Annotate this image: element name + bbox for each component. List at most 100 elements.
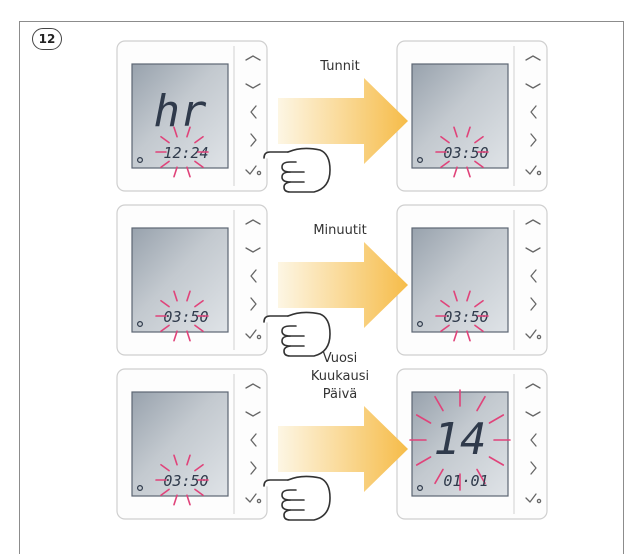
flash-ray bbox=[160, 135, 170, 144]
chevron-down-icon bbox=[525, 247, 541, 253]
lcd-time-text: 03:50 bbox=[163, 308, 208, 326]
flash-ray bbox=[474, 135, 484, 144]
flash-ray bbox=[434, 468, 444, 485]
chevron-up-icon bbox=[245, 219, 261, 225]
flash-ray bbox=[476, 395, 486, 412]
flash-ray bbox=[440, 299, 450, 308]
chevron-up-icon bbox=[525, 383, 541, 389]
gear-icon bbox=[417, 156, 424, 163]
thermostat-left-row3: 03:50 bbox=[116, 368, 286, 522]
arrow-label-line: Vuosi bbox=[322, 351, 358, 366]
flash-ray bbox=[173, 330, 178, 342]
flash-ray bbox=[173, 494, 178, 506]
thermostat-right-row3: 14 01·01 bbox=[396, 368, 566, 522]
chevron-up-icon bbox=[525, 55, 541, 61]
chevron-left-icon bbox=[530, 433, 537, 447]
flash-ray bbox=[186, 126, 191, 138]
flash-ray bbox=[160, 299, 170, 308]
chevron-down-icon bbox=[525, 411, 541, 417]
flash-ray bbox=[186, 166, 191, 178]
flash-ray bbox=[466, 290, 471, 302]
flash-ray bbox=[194, 488, 204, 497]
arrow-row2 bbox=[278, 242, 408, 328]
chevron-left-icon bbox=[530, 269, 537, 283]
thermostat-left-row2: 03:50 bbox=[116, 204, 286, 358]
flash-ray bbox=[453, 330, 458, 342]
chevron-left-icon bbox=[250, 105, 257, 119]
chevron-left-icon bbox=[250, 433, 257, 447]
pointing-hand-icon bbox=[263, 147, 331, 193]
lcd-screen bbox=[131, 227, 229, 333]
lcd-time-text: 01·01 bbox=[443, 472, 488, 490]
flash-ray bbox=[194, 324, 204, 333]
flash-ray bbox=[453, 290, 458, 302]
chevron-right-icon bbox=[530, 297, 537, 311]
flash-ray bbox=[173, 454, 178, 466]
flash-ray bbox=[466, 126, 471, 138]
chevron-up-icon bbox=[245, 55, 261, 61]
check-icon bbox=[245, 329, 262, 340]
flash-ray bbox=[440, 160, 450, 169]
lcd-time-text: 12:24 bbox=[163, 144, 208, 162]
arrow-label-row2: Minuutit bbox=[292, 222, 388, 240]
flash-ray bbox=[415, 414, 432, 424]
flash-ray bbox=[186, 454, 191, 466]
arrow-label-row1: Tunnit bbox=[292, 58, 388, 76]
thermostat-right-row2: 03:50 bbox=[396, 204, 566, 358]
gear-icon bbox=[417, 484, 424, 491]
flash-ray bbox=[453, 166, 458, 178]
lcd-screen bbox=[131, 391, 229, 497]
flash-ray bbox=[476, 468, 486, 485]
flash-ray bbox=[488, 456, 505, 466]
flash-ray bbox=[194, 160, 204, 169]
flash-ray bbox=[466, 166, 471, 178]
arrow-label-line: Minuutit bbox=[313, 223, 367, 238]
flash-ray bbox=[160, 488, 170, 497]
flash-ray bbox=[474, 324, 484, 333]
check-icon bbox=[525, 329, 542, 340]
check-icon bbox=[245, 493, 262, 504]
flash-ray bbox=[415, 456, 432, 466]
lcd-screen bbox=[411, 63, 509, 169]
chevron-right-icon bbox=[250, 133, 257, 147]
chevron-left-icon bbox=[250, 269, 257, 283]
flash-ray bbox=[194, 299, 204, 308]
flash-ray bbox=[173, 166, 178, 178]
flash-ray bbox=[194, 463, 204, 472]
flash-ray bbox=[474, 160, 484, 169]
flash-ray bbox=[440, 135, 450, 144]
flash-ray bbox=[194, 135, 204, 144]
flash-ray bbox=[488, 414, 505, 424]
chevron-down-icon bbox=[245, 411, 261, 417]
lcd-big-text: hr bbox=[154, 86, 207, 137]
check-icon bbox=[525, 493, 542, 504]
chevron-down-icon bbox=[245, 247, 261, 253]
arrow-label-line: Kuukausi bbox=[310, 369, 370, 384]
step-number-badge: 12 bbox=[32, 28, 62, 50]
flash-ray bbox=[440, 324, 450, 333]
lcd-big-text: 14 bbox=[434, 414, 487, 465]
flash-ray bbox=[173, 290, 178, 302]
flash-ray bbox=[434, 395, 444, 412]
flash-ray bbox=[186, 330, 191, 342]
flash-ray bbox=[173, 126, 178, 138]
gear-icon bbox=[137, 156, 144, 163]
chevron-down-icon bbox=[525, 83, 541, 89]
chevron-right-icon bbox=[530, 133, 537, 147]
arrow-row3 bbox=[278, 406, 408, 492]
thermostat-left-row1: hr 12:24 bbox=[116, 40, 286, 194]
lcd-time-text: 03:50 bbox=[443, 144, 488, 162]
flash-ray bbox=[453, 126, 458, 138]
lcd-screen bbox=[131, 63, 229, 169]
lcd-time-text: 03:50 bbox=[443, 308, 488, 326]
gear-icon bbox=[137, 320, 144, 327]
chevron-up-icon bbox=[525, 219, 541, 225]
chevron-right-icon bbox=[530, 461, 537, 475]
flash-ray bbox=[186, 290, 191, 302]
flash-ray bbox=[160, 160, 170, 169]
gear-icon bbox=[417, 320, 424, 327]
chevron-right-icon bbox=[250, 461, 257, 475]
instruction-frame bbox=[19, 21, 624, 554]
arrow-label-line: Tunnit bbox=[320, 59, 360, 74]
